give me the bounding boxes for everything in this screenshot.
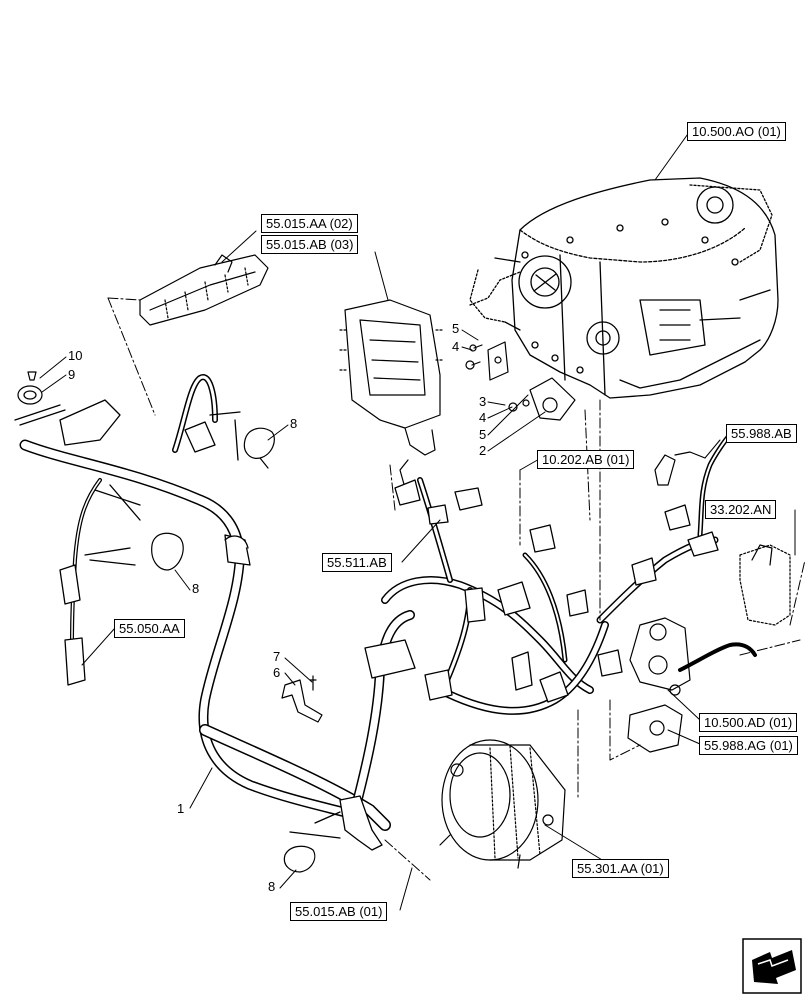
connector-details [59, 399, 719, 851]
ref-box-55-301-aa-01[interactable]: 55.301.AA (01) [572, 859, 669, 878]
ecu-module-illustration [339, 299, 445, 493]
callout-5-top: 5 [452, 321, 460, 336]
ref-box-55-015-aa-02[interactable]: 55.015.AA (02) [261, 214, 358, 233]
alternator-illustration [439, 739, 566, 869]
ref-box-55-988-ag-01[interactable]: 55.988.AG (01) [699, 736, 798, 755]
reference-leader-lines [107, 297, 806, 881]
controller-unit-illustration [139, 254, 269, 326]
ref-box-55-050-aa[interactable]: 55.050.AA [114, 619, 185, 638]
callout-8-left: 8 [192, 581, 200, 596]
ref-box-55-015-ab-01[interactable]: 55.015.AB (01) [290, 902, 388, 921]
callout-3: 3 [479, 394, 487, 409]
callout-2: 2 [479, 443, 487, 458]
engine-block-illustration [469, 177, 779, 399]
callout-7: 7 [273, 649, 281, 664]
ref-box-10-500-ao[interactable]: 10.500.AO (01) [687, 122, 786, 141]
callout-9: 9 [68, 367, 76, 382]
callout-4-bottom: 4 [479, 410, 487, 425]
ref-box-33-202-an[interactable]: 33.202.AN [705, 500, 777, 519]
ref-box-55-511-ab[interactable]: 55.511.AB [322, 553, 392, 572]
page-navigation-arrow-icon[interactable] [742, 938, 802, 994]
callout-4-top: 4 [452, 339, 460, 354]
ref-box-55-988-ab[interactable]: 55.988.AB [726, 424, 797, 443]
callout-10: 10 [68, 348, 83, 363]
ref-box-55-015-ab-03[interactable]: 55.015.AB (03) [261, 235, 359, 254]
callout-8-bottom: 8 [268, 879, 276, 894]
callout-6: 6 [273, 665, 281, 680]
small-parts [17, 371, 323, 873]
ref-box-10-202-ab-01[interactable]: 10.202.AB (01) [537, 450, 635, 469]
break-marks [14, 404, 341, 839]
ref-box-10-500-ad-01[interactable]: 10.500.AD (01) [699, 713, 798, 732]
callout-8-right: 8 [290, 416, 298, 431]
wire-harness-illustration [19, 374, 757, 831]
callout-1: 1 [177, 801, 185, 816]
sensor-illustrations [654, 451, 791, 626]
pump-valve-illustration [627, 617, 691, 753]
callout-leader-lines [39, 130, 796, 911]
bracket-parts [465, 341, 576, 421]
callout-5-bottom: 5 [479, 427, 487, 442]
